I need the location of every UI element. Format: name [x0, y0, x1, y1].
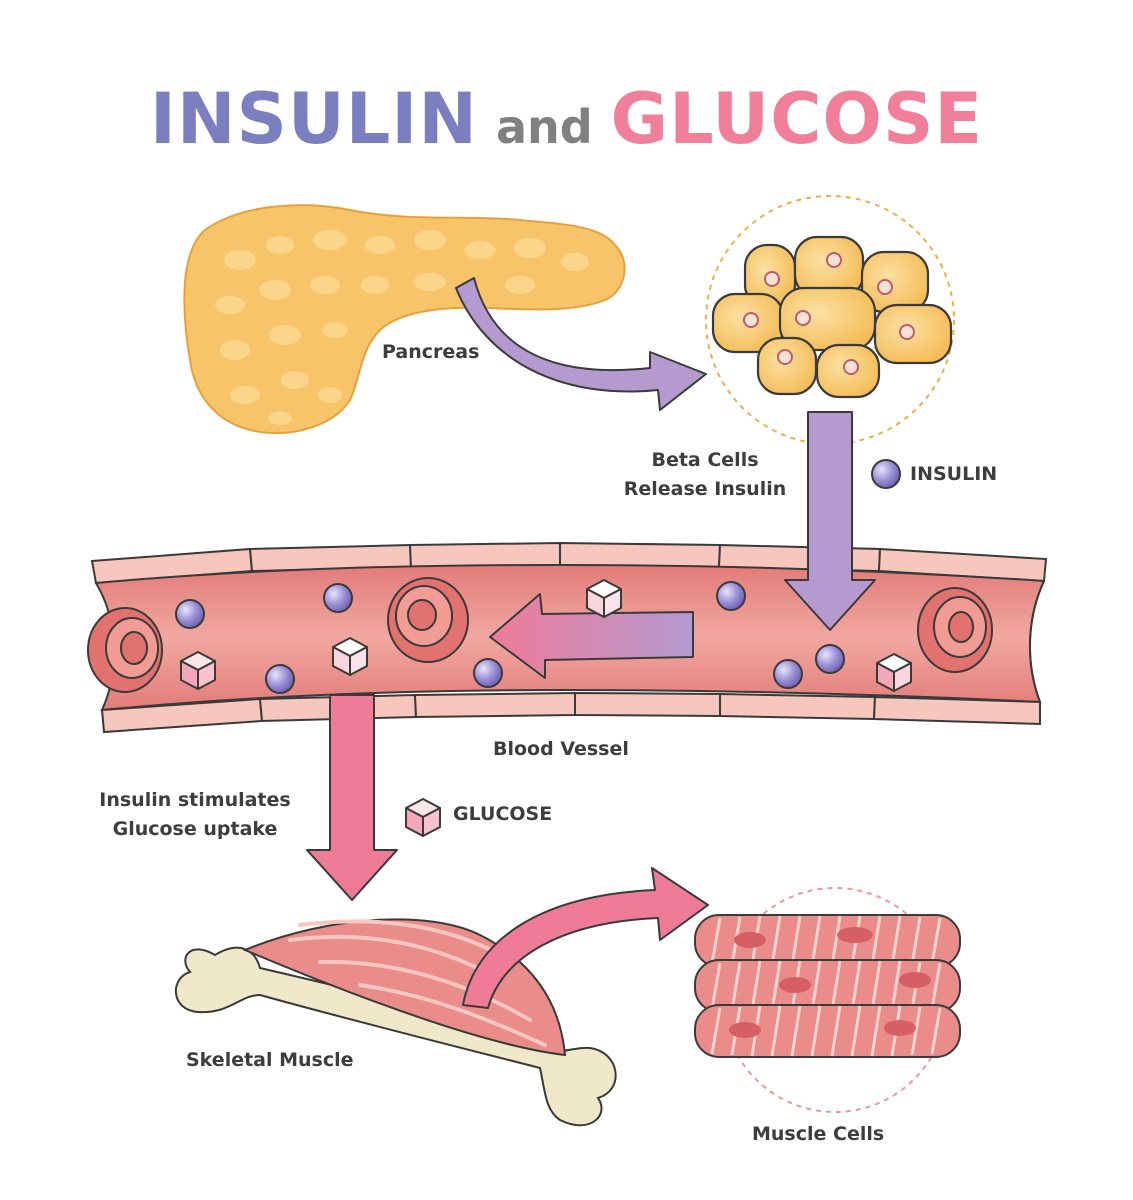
glucose-cube	[180, 651, 216, 690]
diagram-title: INSULIN and GLUCOSE	[0, 78, 1133, 160]
glucose-uptake-arrow	[306, 694, 398, 901]
red-blood-cell	[87, 607, 163, 693]
insulin-molecule	[815, 644, 845, 674]
insulin-molecule	[265, 664, 295, 694]
muscle-fiber	[694, 914, 961, 968]
pancreas-to-beta-arrow	[455, 277, 707, 411]
pancreas-label: Pancreas	[382, 341, 480, 363]
muscle-fiber	[694, 1004, 961, 1058]
insulin-molecule	[773, 659, 803, 689]
insulin-molecule	[175, 599, 205, 629]
glucose-cube	[586, 579, 622, 618]
beta-cells-cluster	[705, 195, 955, 445]
insulin-legend-icon	[871, 459, 901, 489]
title-and: and	[495, 100, 593, 154]
red-blood-cell	[917, 587, 993, 673]
insulin-molecule	[473, 658, 503, 688]
glucose-legend-label: GLUCOSE	[453, 803, 553, 825]
blood-vessel-label: Blood Vessel	[493, 738, 629, 760]
insulin-molecule	[716, 581, 746, 611]
beta-cells-label: Beta Cells Release Insulin	[600, 446, 810, 504]
pancreas-organ	[183, 204, 626, 435]
muscle-cells-label: Muscle Cells	[752, 1123, 885, 1145]
insulin-stimulates-line1: Insulin stimulates	[99, 789, 291, 811]
insulin-legend-label: INSULIN	[910, 463, 998, 485]
title-glucose: GLUCOSE	[610, 78, 984, 160]
insulin-molecule	[323, 583, 353, 613]
glucose-cube	[876, 653, 912, 692]
glucose-cube	[332, 637, 368, 676]
glucose-legend-icon	[405, 798, 441, 837]
muscle-to-cells-arrow	[462, 867, 709, 1009]
vessel-flow-arrow	[489, 593, 694, 679]
red-blood-cells	[87, 577, 993, 693]
insulin-molecules	[175, 581, 845, 694]
glucose-molecules	[180, 579, 912, 692]
insulin-stimulates-label: Insulin stimulates Glucose uptake	[80, 786, 310, 844]
skeletal-muscle-label: Skeletal Muscle	[186, 1049, 354, 1071]
muscle-cells	[694, 887, 961, 1113]
title-insulin: INSULIN	[149, 78, 478, 160]
insulin-release-arrow	[784, 411, 876, 631]
skeletal-muscle	[242, 918, 567, 1057]
beta-cells-label-line2: Release Insulin	[623, 478, 787, 500]
beta-cells-label-line1: Beta Cells	[651, 449, 759, 471]
red-blood-cell	[387, 577, 469, 663]
insulin-stimulates-line2: Glucose uptake	[112, 818, 278, 840]
